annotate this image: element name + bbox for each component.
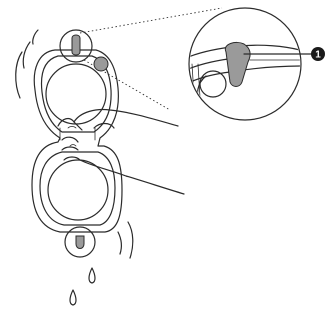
motion-lines: [15, 29, 134, 259]
bottom-drain-circle: [64, 226, 96, 258]
hand-illustration: [57, 108, 185, 195]
callout-badge-1: [311, 47, 325, 61]
callout-number-1: 1: [315, 50, 321, 61]
top-detail-circle: [59, 29, 93, 63]
water-drop-icon: [69, 267, 96, 306]
zoom-circle: [188, 7, 302, 121]
